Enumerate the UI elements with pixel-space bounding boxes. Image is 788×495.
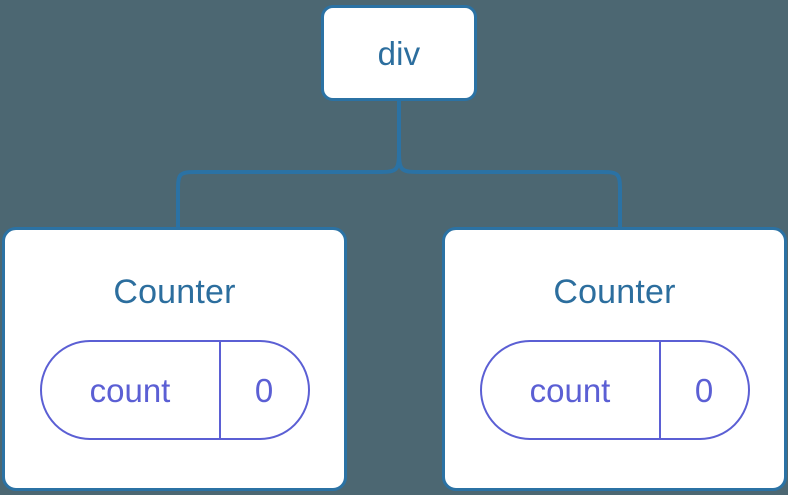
state-value-left: 0 [218,342,308,438]
state-value-right: 0 [658,342,748,438]
connector-branch-left [176,150,401,229]
state-pill-left[interactable]: count 0 [39,340,310,440]
node-root-div[interactable]: div [321,5,477,101]
node-root-label: div [377,34,421,72]
node-counter-left-label: Counter [113,273,236,311]
node-counter-right-label: Counter [553,273,676,311]
node-counter-left[interactable]: Counter count 0 [2,227,347,491]
state-key-left: count [89,371,171,409]
connector-branch-right [397,150,622,229]
state-pill-right[interactable]: count 0 [479,340,750,440]
state-key-right: count [529,371,611,409]
node-counter-right[interactable]: Counter count 0 [442,227,787,491]
